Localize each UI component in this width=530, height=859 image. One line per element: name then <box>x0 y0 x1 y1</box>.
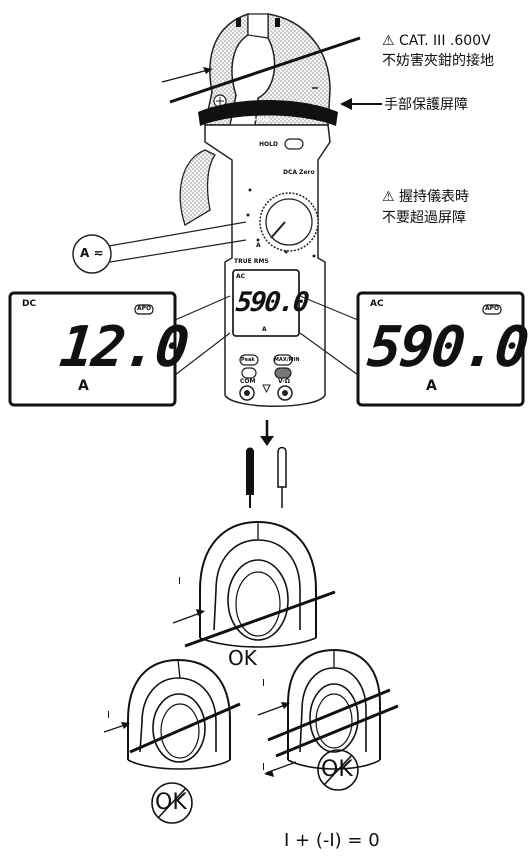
hold-label: HOLD <box>259 141 278 148</box>
left-display-unit: A <box>78 378 89 394</box>
hold-button <box>284 138 304 150</box>
right-display <box>299 291 525 407</box>
cat-rating-text: ⚠ CAT. III .600V <box>382 33 491 49</box>
right-display-badge: APO <box>485 305 500 312</box>
peak-button-label[interactable]: Peak <box>241 357 255 363</box>
ok-crossed-right: OK <box>321 757 353 782</box>
right-display-value: 590.0 <box>364 315 530 380</box>
maxmin-button-label[interactable]: MAX/MIN <box>274 357 300 363</box>
meter-body <box>179 100 338 407</box>
jaw-trigger <box>179 149 216 226</box>
com-label: COM <box>240 378 256 385</box>
meter-lcd-frame <box>232 269 300 337</box>
function-button <box>274 367 292 379</box>
cat-rating-subtext: 不妨害夾鉗的接地 <box>382 53 494 69</box>
clamp-ok <box>172 520 336 648</box>
range-label: A <box>256 242 261 249</box>
formula-text: I + (-I) = 0 <box>284 830 380 851</box>
hand-guard-text: 手部保護屏障 <box>384 97 468 113</box>
peak-button <box>239 354 259 366</box>
ok-crossed-left: OK <box>155 790 187 815</box>
clamp-wrong-left <box>103 658 241 770</box>
clamp-wrong-right <box>257 648 399 777</box>
v-ohm-label: V·Ω <box>278 378 291 385</box>
clamp-rating-label: 600A <box>252 116 270 123</box>
left-display <box>8 291 231 407</box>
hand-guard-barrier <box>198 100 338 126</box>
dial-callout-label: A ≂ <box>80 246 104 260</box>
clamp-jaws <box>204 12 331 126</box>
lcd-unit: A <box>262 326 267 333</box>
dca-zero-label: DCA Zero <box>283 169 315 176</box>
ok-label: OK <box>228 646 257 670</box>
conductor-wire-top <box>161 36 361 104</box>
dial-pointer <box>270 221 286 239</box>
maxmin-button <box>273 354 293 366</box>
ok-crossed-left-mark <box>151 782 193 824</box>
ok-crossed-right-mark <box>317 749 359 791</box>
left-display-value: 12.0 <box>56 315 191 380</box>
current-label-4: I <box>262 762 265 773</box>
right-display-unit: A <box>426 378 437 394</box>
current-label-2: I <box>107 710 110 721</box>
hold-warning-text: ⚠ 握持儀表時 <box>382 189 470 205</box>
hand-guard-arrow <box>340 98 382 110</box>
hold-warning-subtext: 不要超過屏障 <box>382 210 466 226</box>
left-display-badge: APO <box>137 305 152 312</box>
current-label-3: I <box>262 678 265 689</box>
dial-callout <box>72 221 247 274</box>
lcd-small-label: AC <box>236 273 246 280</box>
meter-lcd-value: 590.0 <box>234 287 309 318</box>
left-display-mode: DC <box>22 299 37 309</box>
current-label-1: I <box>178 576 181 587</box>
backlight-button <box>241 367 257 379</box>
right-display-mode: AC <box>370 299 384 309</box>
test-leads <box>246 420 287 508</box>
true-rms-label: TRUE RMS <box>234 258 269 265</box>
